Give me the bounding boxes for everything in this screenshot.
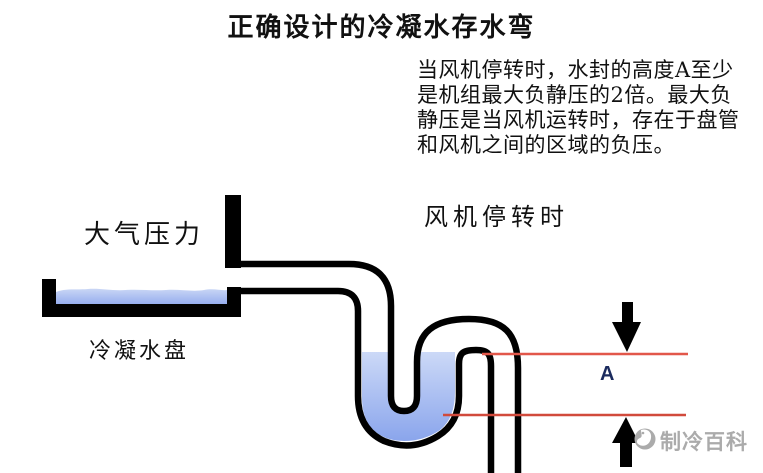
description-line: 是机组最大负静压的2倍。最大负 xyxy=(417,83,732,107)
down-arrow-icon xyxy=(612,302,641,352)
drain-pan xyxy=(42,279,241,317)
description-line: 和风机之间的区域的负压。 xyxy=(417,133,675,157)
description-line: 当风机停转时，水封的高度A至少 xyxy=(417,58,734,82)
watermark-text: 制冷百科 xyxy=(660,429,748,454)
page-title: 正确设计的冷凝水存水弯 xyxy=(227,13,536,43)
trap-outer-pipe-line xyxy=(232,287,495,473)
watermark-logo-icon xyxy=(634,428,656,450)
label-seal-height-a: A xyxy=(600,363,615,385)
description-text: 当风机停转时，水封的高度A至少 是机组最大负静压的2倍。最大负 静压是当风机运转… xyxy=(417,58,761,158)
label-atmospheric-pressure: 大气压力 xyxy=(84,220,205,250)
trap-partition-gap xyxy=(394,348,414,408)
label-condensate-pan: 冷凝水盘 xyxy=(89,339,190,364)
description-line: 静压是当风机运转时，存在于盘管 xyxy=(417,108,740,132)
label-fan-stopped: 风机停转时 xyxy=(424,203,569,231)
pan-water xyxy=(56,288,227,305)
up-arrow-icon xyxy=(612,417,639,467)
ahu-partition-bar xyxy=(225,195,241,268)
trap-inner-pipe-line xyxy=(241,260,522,473)
